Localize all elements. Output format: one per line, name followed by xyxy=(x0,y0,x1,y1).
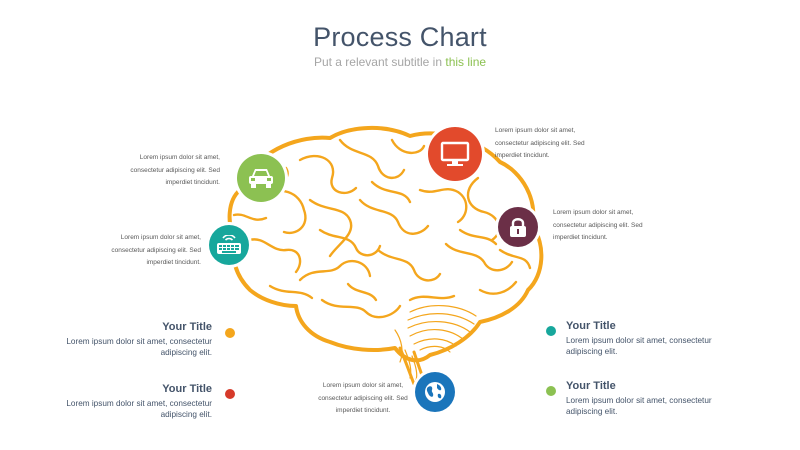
teal-dot xyxy=(546,326,556,336)
red-dot xyxy=(225,389,235,399)
note-line: imperdiet tincidunt. xyxy=(335,407,391,414)
note-line: imperdiet tincidunt. xyxy=(165,179,220,186)
item-left-top: Your Title Lorem ipsum dolor sit amet, c… xyxy=(12,321,212,358)
note-line: Lorem ipsum dolor sit amet, xyxy=(322,382,404,389)
item-title: Your Title xyxy=(162,321,212,333)
page-subtitle: Put a relevant subtitle in this line xyxy=(0,55,800,69)
note-globe: Lorem ipsum dolor sit amet, consectetur … xyxy=(283,380,443,418)
item-line: adipiscing elit. xyxy=(566,347,618,356)
orange-dot xyxy=(225,328,235,338)
note-line: Lorem ipsum dolor sit amet, xyxy=(120,234,201,241)
item-line: adipiscing elit. xyxy=(160,348,212,357)
subtitle-text: Put a relevant subtitle in xyxy=(313,55,446,69)
note-line: imperdiet tincidunt. xyxy=(495,152,550,159)
item-title: Your Title xyxy=(566,320,616,332)
note-line: Lorem ipsum dolor sit amet, xyxy=(495,127,576,134)
item-line: adipiscing elit. xyxy=(566,407,618,416)
item-right-top: Your Title Lorem ipsum dolor sit amet, c… xyxy=(566,320,766,357)
item-title: Your Title xyxy=(162,383,212,395)
car-circle xyxy=(237,154,285,202)
item-line: Lorem ipsum dolor sit amet, consectetur xyxy=(566,336,712,345)
note-line: consectetur adipiscing elit. Sed xyxy=(553,221,643,229)
green-dot xyxy=(546,386,556,396)
monitor-icon xyxy=(440,141,470,166)
item-line: Lorem ipsum dolor sit amet, consectetur xyxy=(66,399,212,408)
keyboard-icon xyxy=(217,235,241,254)
note-keyboard: Lorem ipsum dolor sit amet, consectetur … xyxy=(41,232,201,270)
item-left-bottom: Your Title Lorem ipsum dolor sit amet, c… xyxy=(12,383,212,420)
item-title: Your Title xyxy=(566,380,616,392)
globe-icon xyxy=(425,382,445,402)
note-line: consectetur adipiscing elit. Sed xyxy=(130,166,220,174)
note-monitor: Lorem ipsum dolor sit amet, consectetur … xyxy=(495,125,655,163)
globe-circle xyxy=(415,372,455,412)
item-line: Lorem ipsum dolor sit amet, consectetur xyxy=(66,337,212,346)
note-car: Lorem ipsum dolor sit amet, consectetur … xyxy=(60,152,220,190)
item-body: Lorem ipsum dolor sit amet, consectetur … xyxy=(566,335,766,357)
page-title: Process Chart xyxy=(313,22,487,52)
item-line: Lorem ipsum dolor sit amet, consectetur xyxy=(566,396,712,405)
note-line: imperdiet tincidunt. xyxy=(146,259,201,266)
note-line: Lorem ipsum dolor sit amet, xyxy=(139,154,220,161)
note-line: consectetur adipiscing elit. Sed xyxy=(318,394,408,402)
monitor-circle xyxy=(428,127,482,181)
keyboard-circle xyxy=(209,225,249,265)
car-icon xyxy=(249,169,273,188)
subtitle-highlight: this line xyxy=(445,55,487,69)
note-line: Lorem ipsum dolor sit amet, xyxy=(553,209,634,216)
note-line: consectetur adipiscing elit. Sed xyxy=(111,246,201,254)
item-line: adipiscing elit. xyxy=(160,410,212,419)
item-body: Lorem ipsum dolor sit amet, consectetur … xyxy=(12,398,212,420)
item-body: Lorem ipsum dolor sit amet, consectetur … xyxy=(566,395,766,417)
lock-icon xyxy=(510,218,526,237)
note-lock: Lorem ipsum dolor sit amet, consectetur … xyxy=(553,207,713,245)
item-body: Lorem ipsum dolor sit amet, consectetur … xyxy=(12,336,212,358)
item-right-bottom: Your Title Lorem ipsum dolor sit amet, c… xyxy=(566,380,766,417)
note-line: consectetur adipiscing elit. Sed xyxy=(495,139,585,147)
lock-circle xyxy=(498,207,538,247)
note-line: imperdiet tincidunt. xyxy=(553,234,608,241)
